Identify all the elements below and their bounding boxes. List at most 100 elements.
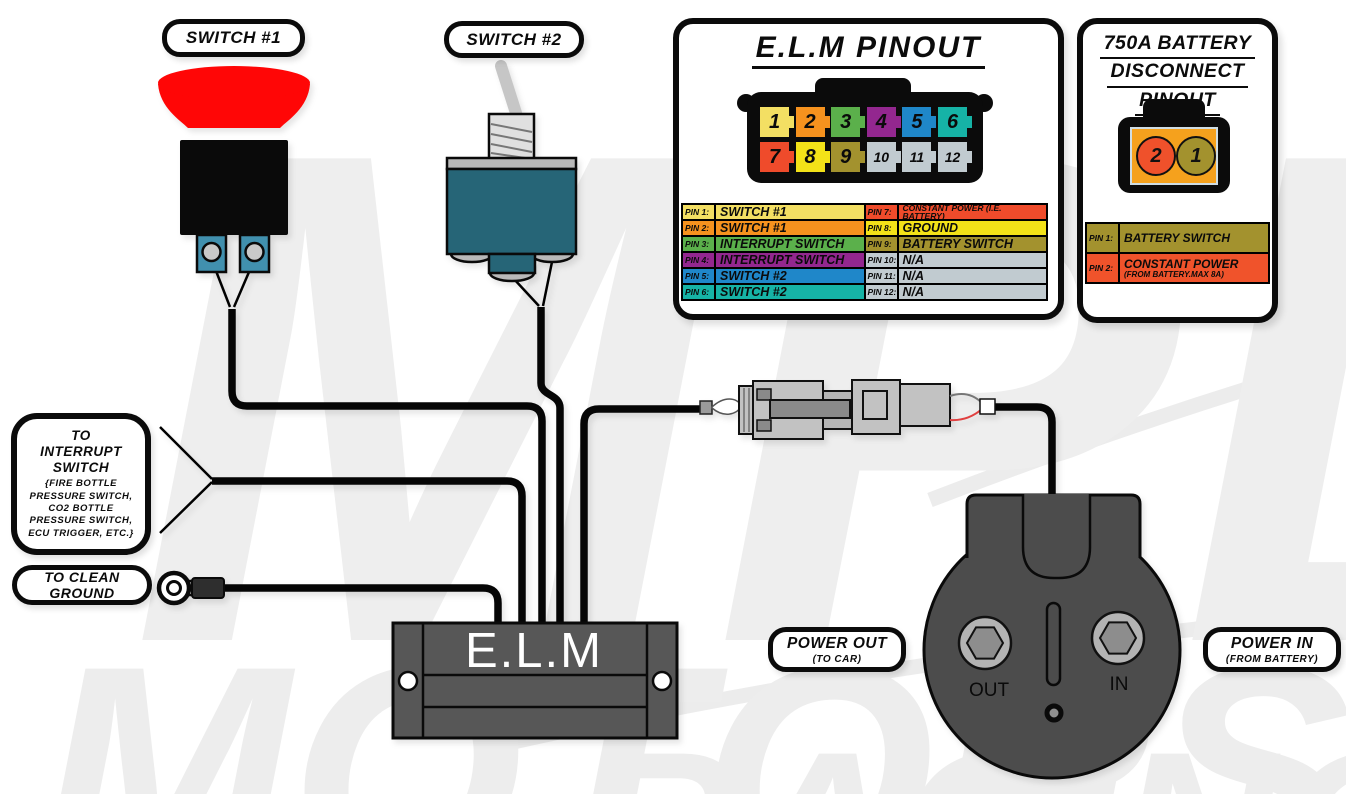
connector-ferrule [699, 400, 713, 415]
power-in-label: POWER IN (FROM BATTERY) [1203, 627, 1341, 672]
elm-module-label: E.L.M [465, 624, 603, 678]
battery-pin-table: PIN 1: BATTERY SWITCH PIN 2:CONSTANT POWER… [1085, 222, 1270, 284]
interrupt-switch-label: TO INTERRUPT SWITCH {FIRE BOTTLE PRESSUR… [11, 413, 151, 555]
elm-pinout-title-text: E.L.M PINOUT [751, 31, 986, 69]
switch1-label: SWITCH #1 [162, 19, 305, 57]
switch2-lever [495, 60, 522, 119]
power-out-subtext: (TO CAR) [812, 653, 862, 665]
connector-gray-wire [949, 393, 983, 404]
connector-pin-3: 3 [831, 107, 866, 137]
power-in-text: POWER IN [1230, 634, 1314, 652]
switch2-body [445, 167, 578, 256]
connector-red-wire [949, 408, 983, 422]
connector-pin-6: 6 [938, 107, 972, 137]
connector-pin-8: 8 [795, 142, 830, 172]
ring-terminal-crimp [191, 577, 225, 599]
pin-number-cell: PIN 1: [1087, 224, 1120, 252]
connector-pin-7: 7 [760, 142, 794, 172]
switch1-graphic [158, 66, 310, 274]
pin-row: PIN 11:N/A [865, 269, 1046, 285]
pin-row: PIN 5:SWITCH #2 [683, 269, 864, 285]
battery-disconnect: OUT IN [922, 493, 1182, 780]
pin-row: PIN 1: BATTERY SWITCH [1087, 224, 1268, 254]
pin-assignment-cell: INTERRUPT SWITCH [720, 253, 845, 267]
pin-number-cell: PIN 10: [866, 253, 899, 267]
elm-pin-table-right: PIN 7:CONSTANT POWER (I.E. BATTERY)PIN 8… [863, 205, 1046, 299]
pin-row: PIN 2:SWITCH #1 [683, 221, 864, 237]
interrupt-switch-title: TO INTERRUPT SWITCH [40, 427, 122, 476]
connector-pin-9: 9 [831, 142, 866, 172]
battery-title-line1: 750A BATTERY [1099, 31, 1256, 60]
switch1-red-cap [158, 66, 310, 100]
pin-assignment-cell: INTERRUPT SWITCH [720, 237, 845, 251]
pin-assignment-cell: N/A [902, 285, 925, 299]
watermark-swoosh [927, 351, 1346, 507]
elm-module: E.L.M [391, 621, 679, 740]
switch1-label-text: SWITCH #1 [185, 28, 282, 47]
switch1-body [180, 140, 288, 235]
battery-pin-rows: PIN 1: BATTERY SWITCH PIN 2:CONSTANT POWER… [1087, 224, 1268, 282]
switch1-screw [244, 241, 265, 263]
pin-row: PIN 1:SWITCH #1 [683, 205, 864, 221]
connector-male-body [851, 379, 901, 435]
connector-pin-4: 4 [866, 107, 901, 137]
battery-pinout-panel: 750A BATTERY DISCONNECT PINOUT 21 PIN 1:… [1077, 18, 1278, 323]
pin-number-cell: PIN 9: [866, 237, 899, 251]
pin-assignment-cell: CONSTANT POWER(FROM BATTERY.MAX 8A) [1120, 258, 1268, 279]
battery-title-line2: DISCONNECT [1106, 59, 1249, 88]
switch2-center-terminal [487, 252, 537, 275]
battery-connector-pin-1: 1 [1176, 136, 1216, 176]
pin-row: PIN 6:SWITCH #2 [683, 285, 864, 299]
connector-pin-1: 1 [760, 107, 794, 137]
wire-elm-to-connector [580, 405, 702, 626]
elm-pinout-title: E.L.M PINOUT [679, 31, 1058, 69]
clean-ground-text: TO CLEAN GROUND [44, 568, 120, 601]
pin-row: PIN 7:CONSTANT POWER (I.E. BATTERY) [865, 205, 1046, 221]
disconnect-small-hole [1044, 703, 1064, 723]
pin-assignment-cell: CONSTANT POWER (I.E. BATTERY) [902, 205, 1002, 221]
ring-terminal [156, 570, 225, 606]
wire-interrupt-to-elm [212, 477, 526, 626]
pin-row: PIN 2:CONSTANT POWER(FROM BATTERY.MAX 8A… [1087, 254, 1268, 282]
interrupt-leads [159, 426, 213, 534]
pin-row: PIN 10:N/A [865, 253, 1046, 269]
pin-assignment-cell: BATTERY SWITCH [902, 237, 1013, 251]
wire-connector-to-disconnect [993, 403, 1056, 505]
pin-number-cell: PIN 8: [866, 221, 899, 235]
wire-switch2-to-elm [537, 307, 564, 626]
connector-pin-12: 12 [938, 142, 972, 172]
pin-assignment-subtext: (FROM BATTERY.MAX 8A) [1124, 269, 1224, 279]
pin-number-cell: PIN 2: [683, 221, 716, 235]
connector-ferrule [979, 398, 996, 415]
disconnect-out-label: OUT [969, 680, 1010, 701]
pin-number-cell: PIN 2: [1087, 254, 1120, 282]
pin-assignment-cell: GROUND [902, 221, 959, 235]
pin-row: PIN 4: INTERRUPT SWITCH [683, 253, 864, 269]
pin-number-cell: PIN 12: [866, 285, 899, 299]
pin-assignment-cell: N/A [902, 253, 925, 267]
pin-number-cell: PIN 7: [866, 205, 899, 219]
pin-assignment-cell: BATTERY SWITCH [1124, 231, 1231, 245]
connector-pin-5: 5 [902, 107, 937, 137]
battery-connector-tab [1143, 99, 1205, 119]
switch2-label: SWITCH #2 [444, 21, 584, 58]
pin-row: PIN 9:BATTERY SWITCH [865, 237, 1046, 253]
switch2-leads [513, 256, 555, 307]
pin-row: PIN 12:N/A [865, 285, 1046, 299]
pin-number-cell: PIN 4: [683, 253, 716, 267]
pin-assignment-cell: N/A [902, 269, 925, 283]
wire-switch1-to-elm [228, 309, 546, 626]
connector-pin-11: 11 [902, 142, 937, 172]
wire-ground-to-elm [221, 584, 502, 626]
connector-pin-10: 10 [866, 142, 901, 172]
pin-number-cell: PIN 1: [683, 205, 716, 219]
power-in-subtext: (FROM BATTERY) [1225, 653, 1319, 665]
elm-mount-hole [397, 670, 419, 692]
interrupt-switch-note: {FIRE BOTTLE PRESSURE SWITCH, CO2 BOTTLE… [28, 478, 134, 539]
pin-assignment-cell: SWITCH #2 [720, 285, 787, 299]
power-out-label: POWER OUT (TO CAR) [768, 627, 906, 672]
pin-number-cell: PIN 3: [683, 237, 716, 251]
